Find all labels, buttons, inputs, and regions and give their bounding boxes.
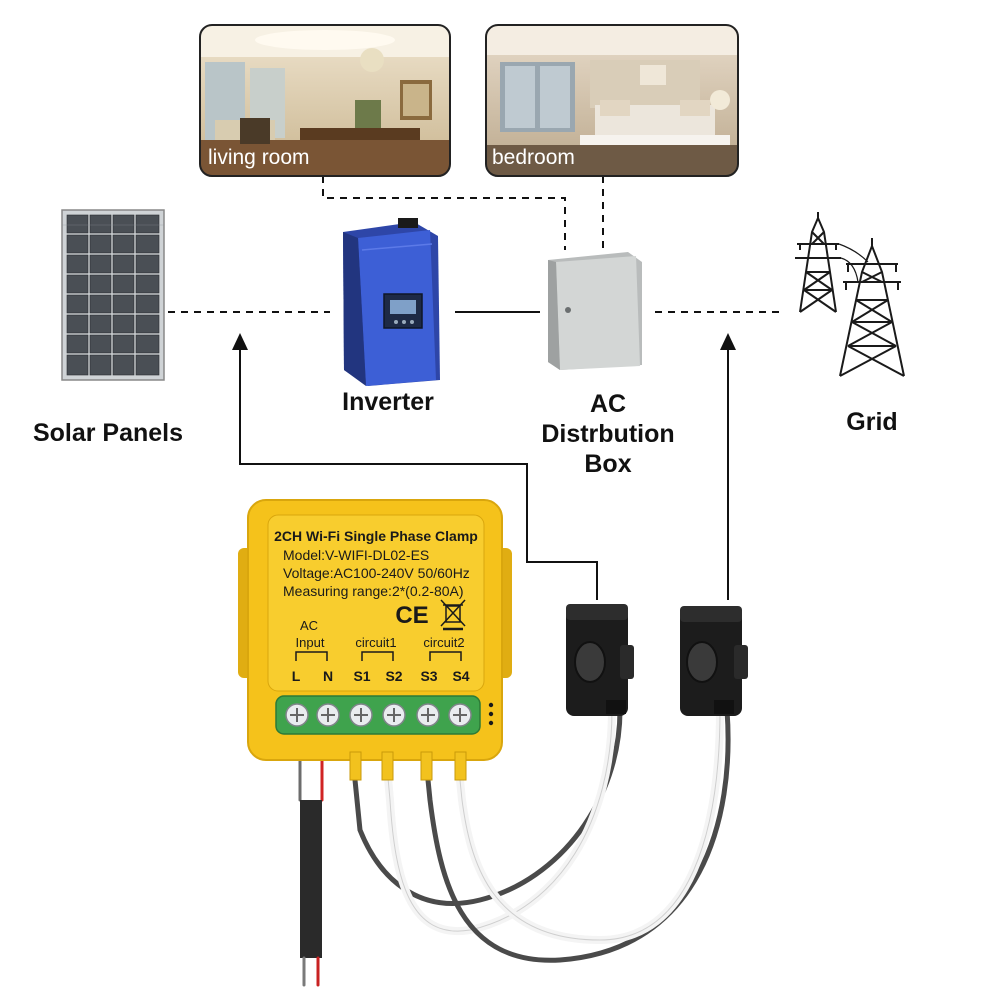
bedroom-photo: bedroom (485, 24, 739, 177)
terminal-label-s4: S4 (452, 668, 469, 684)
device-voltage: Voltage:AC100-240V 50/60Hz (283, 565, 470, 581)
power-tower-icon (795, 212, 905, 377)
terminal-label-n: N (323, 668, 333, 684)
terminal-brackets (295, 651, 462, 661)
screw-icon (382, 703, 406, 727)
weee-bin-icon (440, 599, 466, 631)
circuit1-label: circuit1 (355, 635, 396, 650)
terminal-label-s2: S2 (385, 668, 402, 684)
lead-connectors (349, 751, 467, 781)
arrow-up-icon (720, 333, 736, 350)
screw-icon (316, 703, 340, 727)
terminal-screws (285, 703, 472, 727)
screw-icon (448, 703, 472, 727)
solar-panel-icon (61, 209, 165, 381)
solar-panels-label: Solar Panels (33, 419, 183, 447)
clamp-meter-device: 2CH Wi-Fi Single Phase Clamp Model:V-WIF… (238, 499, 512, 781)
clamp1-path (239, 345, 598, 600)
arrow-up-icon (232, 333, 248, 350)
screw-icon (416, 703, 440, 727)
screw-icon (285, 703, 309, 727)
ac-box-label-line1: AC (590, 390, 626, 418)
bedroom-label: bedroom (492, 146, 575, 169)
terminal-label-s1: S1 (353, 668, 370, 684)
connection-lines (168, 176, 785, 600)
cables (298, 706, 731, 987)
living-room-label: living room (208, 146, 310, 169)
circuit2-label: circuit2 (423, 635, 464, 650)
device-title: 2CH Wi-Fi Single Phase Clamp (274, 528, 478, 544)
device-model: Model:V-WIFI-DL02-ES (283, 547, 429, 563)
current-clamp-icon (566, 604, 634, 716)
inverter-icon (343, 218, 440, 386)
current-clamp-icon (680, 606, 748, 716)
ce-mark: CE (395, 602, 428, 629)
ac-box-icon (548, 252, 642, 370)
living-room-photo: living room (199, 24, 451, 177)
inverter-label: Inverter (342, 388, 434, 416)
terminal-label-l: L (292, 668, 301, 684)
livingroom-acbox-line (322, 176, 566, 250)
terminal-label-s3: S3 (420, 668, 437, 684)
device-range: Measuring range:2*(0.2-80A) (283, 583, 464, 599)
grid-label: Grid (846, 408, 897, 436)
ac-input-label-line2: Input (296, 635, 325, 650)
ac-box-label-line3: Box (584, 450, 631, 478)
ac-input-label-line1: AC (300, 618, 318, 633)
indicator-dots (488, 702, 494, 726)
ac-box-label-line2: Distrbution (541, 420, 674, 448)
screw-icon (349, 703, 373, 727)
